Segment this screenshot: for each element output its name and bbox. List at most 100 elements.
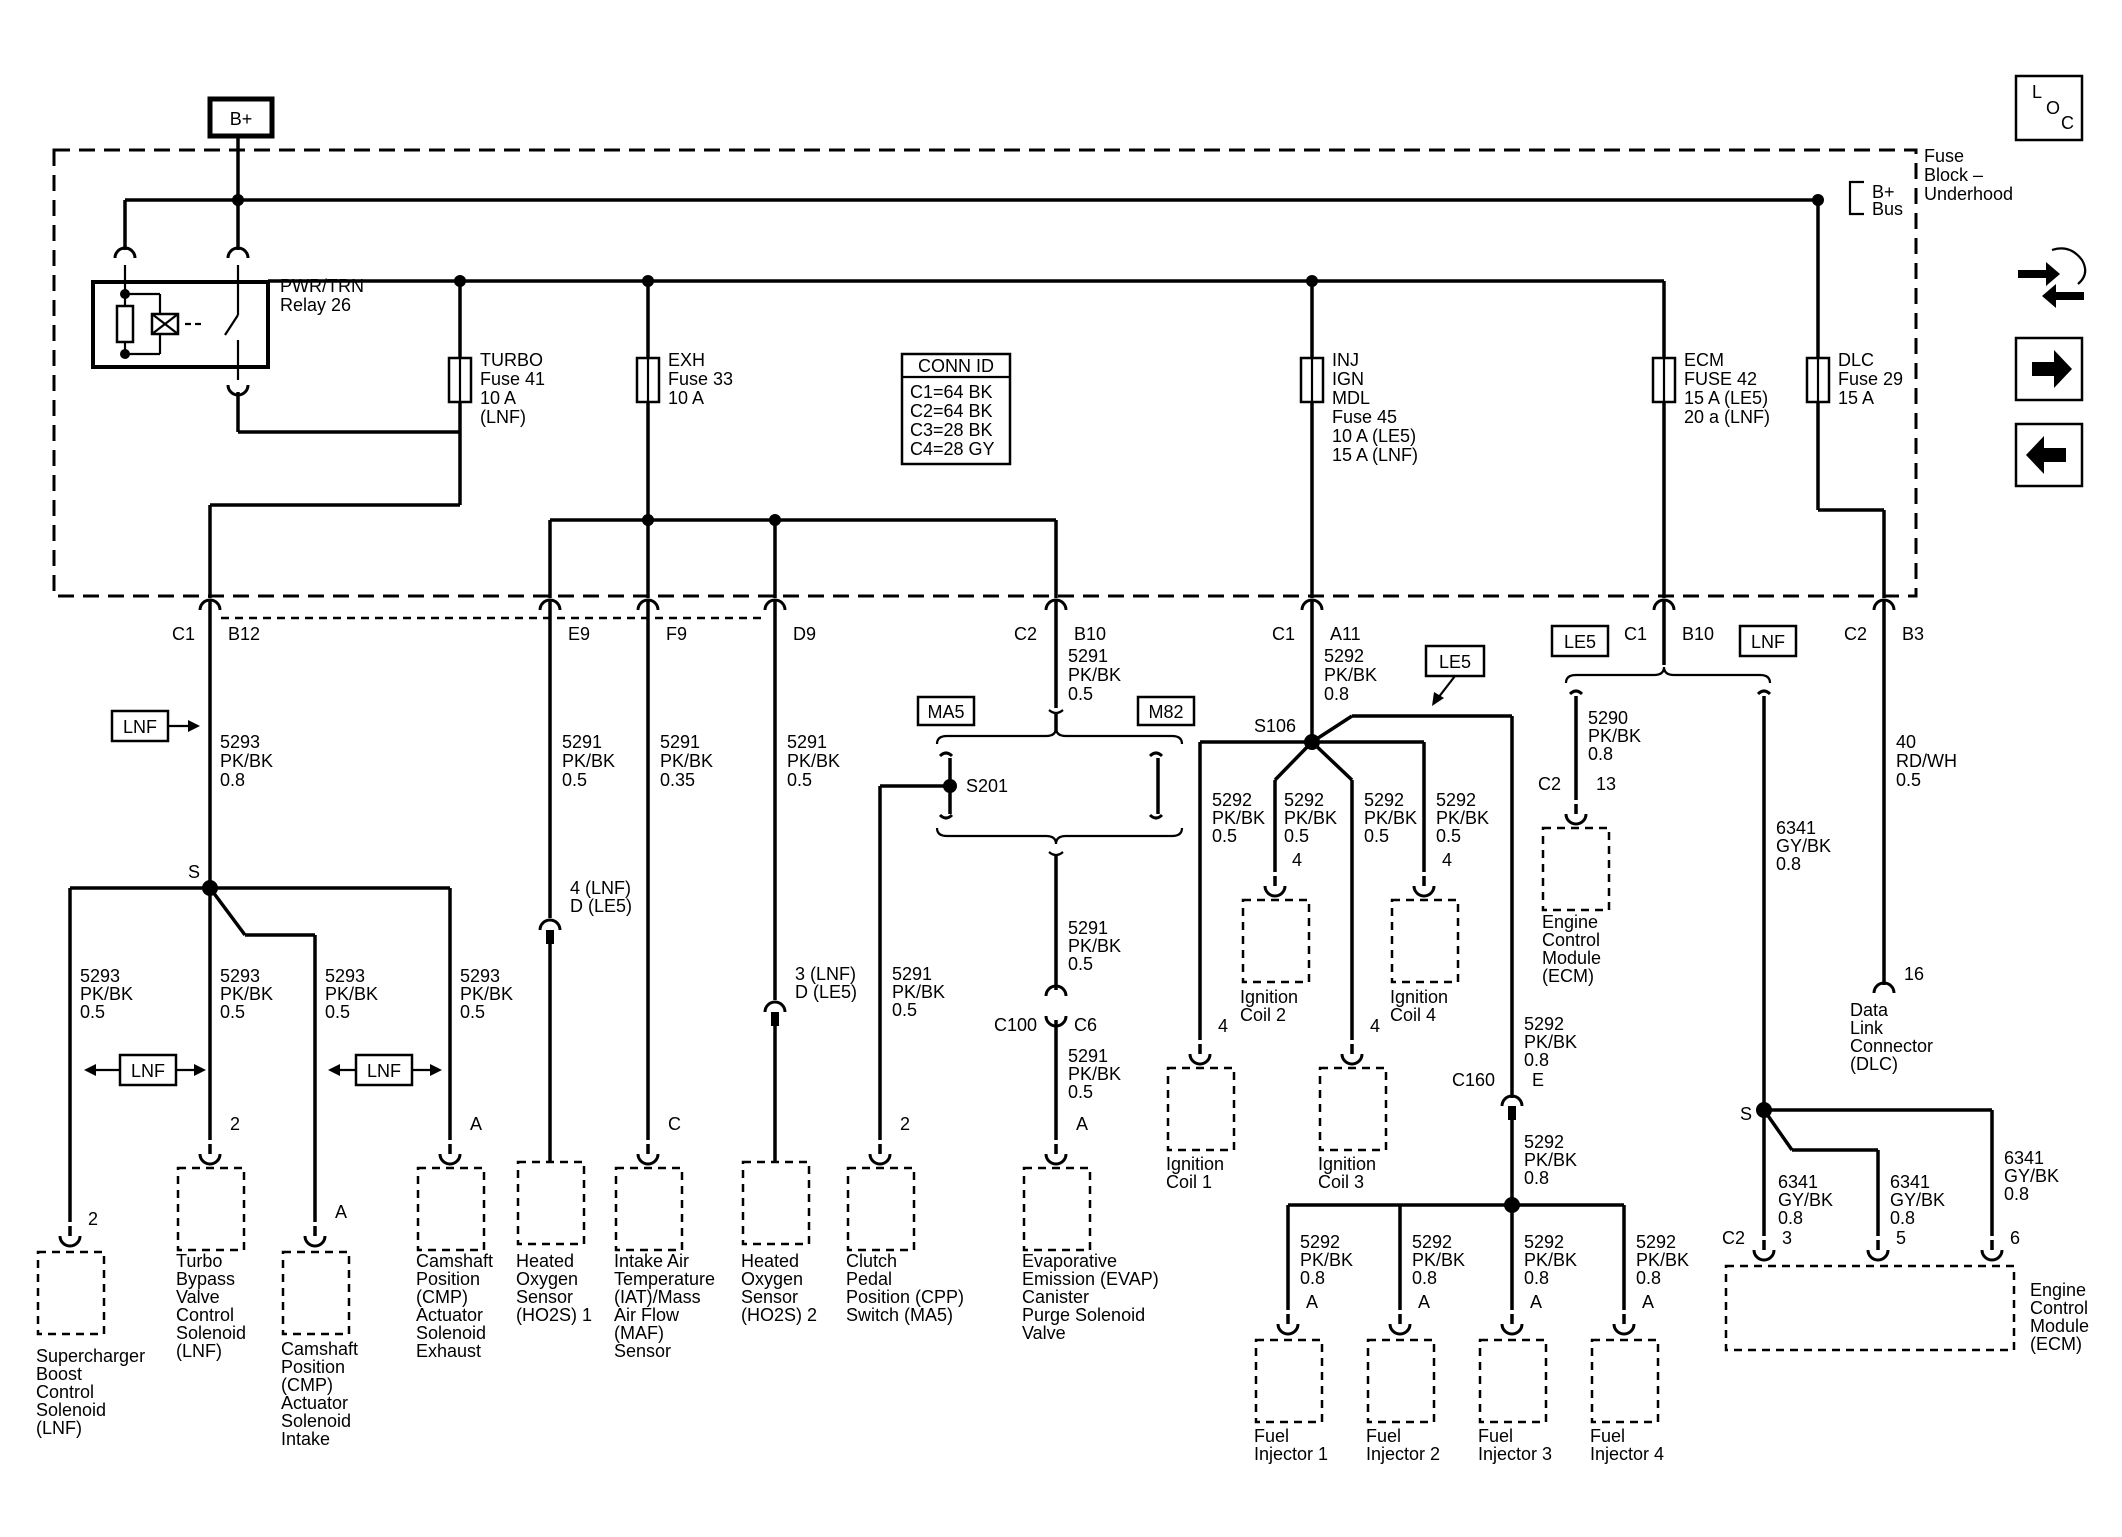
next-page-button[interactable]: [2014, 336, 2084, 402]
exh-fuse: EXH Fuse 33 10 A: [635, 281, 733, 598]
svg-text:Intake Air: Intake Air: [614, 1251, 689, 1271]
svg-text:Pedal: Pedal: [846, 1269, 892, 1289]
svg-text:Intake: Intake: [281, 1429, 330, 1449]
svg-text:Block –: Block –: [1924, 165, 1983, 185]
ignition-coil-1: 4 Ignition Coil 1: [1166, 1016, 1236, 1192]
svg-text:0.8: 0.8: [1412, 1268, 1437, 1288]
svg-text:10 A: 10 A: [668, 388, 704, 408]
svg-text:Fuel: Fuel: [1590, 1426, 1625, 1446]
svg-text:C6: C6: [1074, 1015, 1097, 1035]
svg-text:A: A: [470, 1114, 482, 1134]
wiring-swap-icon[interactable]: [2018, 247, 2087, 308]
lnf-both-arrow-right: LNF: [328, 1053, 442, 1087]
svg-text:15 A: 15 A: [1838, 388, 1874, 408]
svg-text:Actuator: Actuator: [281, 1393, 348, 1413]
ignition-coil-2: 4 Ignition Coil 2: [1240, 850, 1311, 1025]
svg-text:Switch (MA5): Switch (MA5): [846, 1305, 953, 1325]
svg-text:0.5: 0.5: [1436, 826, 1461, 846]
svg-text:5292: 5292: [1284, 790, 1324, 810]
svg-text:B12: B12: [228, 624, 260, 644]
wire-6341-a: 6341 GY/BK 0.8: [1778, 1172, 1833, 1228]
cmp-actuator-exhaust: A Camshaft Position (CMP) Actuator Solen…: [416, 1114, 493, 1361]
svg-text:Fuse 29: Fuse 29: [1838, 369, 1903, 389]
svg-text:Sensor: Sensor: [614, 1341, 671, 1361]
svg-text:LNF: LNF: [1751, 632, 1785, 652]
connector-c160: C160 E: [1452, 1070, 1544, 1120]
svg-text:B+: B+: [230, 109, 253, 129]
svg-text:Underhood: Underhood: [1924, 184, 2013, 204]
svg-text:(LNF): (LNF): [480, 407, 526, 427]
svg-text:E: E: [1532, 1070, 1544, 1090]
loc-badge[interactable]: L O C: [2014, 74, 2084, 142]
svg-text:B10: B10: [1074, 624, 1106, 644]
svg-text:Fuse: Fuse: [1924, 146, 1964, 166]
svg-text:0.5: 0.5: [1212, 826, 1237, 846]
splice-s106-label: S106: [1254, 716, 1296, 736]
iat-maf-sensor: C Intake Air Temperature (IAT)/Mass Air …: [614, 1114, 715, 1361]
cmp-actuator-intake: A Camshaft Position (CMP) Actuator Solen…: [281, 1202, 358, 1449]
ho2s2-inline-connector: 3 (LNF) D (LE5): [763, 964, 857, 1162]
svg-text:PK/BK: PK/BK: [220, 751, 273, 771]
svg-text:A: A: [1306, 1292, 1318, 1312]
svg-text:13: 13: [1596, 774, 1616, 794]
svg-text:3 (LNF): 3 (LNF): [795, 964, 856, 984]
svg-text:PK/BK: PK/BK: [1524, 1250, 1577, 1270]
supercharger-boost-solenoid: 2 Supercharger Boost Control Solenoid (L…: [36, 1209, 145, 1438]
svg-text:5292: 5292: [1324, 646, 1364, 666]
svg-text:Injector 3: Injector 3: [1478, 1444, 1552, 1464]
svg-text:PK/BK: PK/BK: [460, 984, 513, 1004]
svg-text:Air Flow: Air Flow: [614, 1305, 680, 1325]
svg-text:Connector: Connector: [1850, 1036, 1933, 1056]
ignition-coil-4: 4 Ignition Coil 4: [1390, 850, 1460, 1025]
prev-page-button[interactable]: [2014, 422, 2084, 488]
svg-text:(LNF): (LNF): [36, 1418, 82, 1438]
svg-text:C2: C2: [1538, 774, 1561, 794]
svg-text:Control: Control: [2030, 1298, 2088, 1318]
svg-text:EXH: EXH: [668, 350, 705, 370]
svg-text:B10: B10: [1682, 624, 1714, 644]
arrow-right-icon: [2032, 350, 2072, 388]
svg-text:Fuse 33: Fuse 33: [668, 369, 733, 389]
wire-5293-a: 5293 PK/BK 0.5: [80, 966, 133, 1022]
svg-text:5291: 5291: [1068, 1046, 1108, 1066]
exh-distribution: [548, 514, 1058, 598]
wire-5290: 5290 PK/BK 0.8: [1588, 708, 1641, 764]
fuel-injector-3: A Fuel Injector 3: [1478, 1292, 1552, 1464]
engine-control-module-bottom: C2 3 5 6 Engine Control Module (ECM): [1722, 1228, 2089, 1354]
option-bracket-top: [935, 727, 1184, 745]
svg-text:6: 6: [2010, 1228, 2020, 1248]
svg-text:F9: F9: [666, 624, 687, 644]
svg-text:0.8: 0.8: [1300, 1268, 1325, 1288]
svg-text:5292: 5292: [1300, 1232, 1340, 1252]
connector-c1-a11: C1 A11: [1272, 598, 1361, 644]
svg-text:0.8: 0.8: [1524, 1268, 1549, 1288]
svg-text:C4=28 GY: C4=28 GY: [910, 439, 995, 459]
svg-text:Solenoid: Solenoid: [281, 1411, 351, 1431]
svg-text:A: A: [1642, 1292, 1654, 1312]
svg-text:LNF: LNF: [123, 717, 157, 737]
svg-text:(DLC): (DLC): [1850, 1054, 1898, 1074]
svg-text:B3: B3: [1902, 624, 1924, 644]
svg-text:B+: B+: [1872, 182, 1895, 202]
svg-text:Coil 3: Coil 3: [1318, 1172, 1364, 1192]
svg-text:MDL: MDL: [1332, 388, 1370, 408]
pwr-trn-relay: PWR/TRN Relay 26: [91, 200, 460, 434]
connector-c1-b12: C1 B12: [172, 505, 260, 644]
svg-text:(IAT)/Mass: (IAT)/Mass: [614, 1287, 701, 1307]
data-link-connector: 16 Data Link Connector (DLC): [1850, 964, 1933, 1074]
svg-text:Canister: Canister: [1022, 1287, 1089, 1307]
svg-text:5291: 5291: [660, 732, 700, 752]
svg-text:A: A: [1418, 1292, 1430, 1312]
splice-s-right-label: S: [1740, 1104, 1752, 1124]
svg-text:PK/BK: PK/BK: [1284, 808, 1337, 828]
svg-text:5292: 5292: [1364, 790, 1404, 810]
svg-text:Module: Module: [1542, 948, 1601, 968]
connector-c2-b10: C2 B10: [1014, 598, 1106, 644]
svg-text:Ignition: Ignition: [1166, 1154, 1224, 1174]
svg-text:(LNF): (LNF): [176, 1341, 222, 1361]
svg-text:5292: 5292: [1212, 790, 1252, 810]
svg-text:Engine: Engine: [2030, 1280, 2086, 1300]
svg-text:MA5: MA5: [927, 702, 964, 722]
svg-text:M82: M82: [1148, 702, 1183, 722]
svg-text:PK/BK: PK/BK: [1436, 808, 1489, 828]
